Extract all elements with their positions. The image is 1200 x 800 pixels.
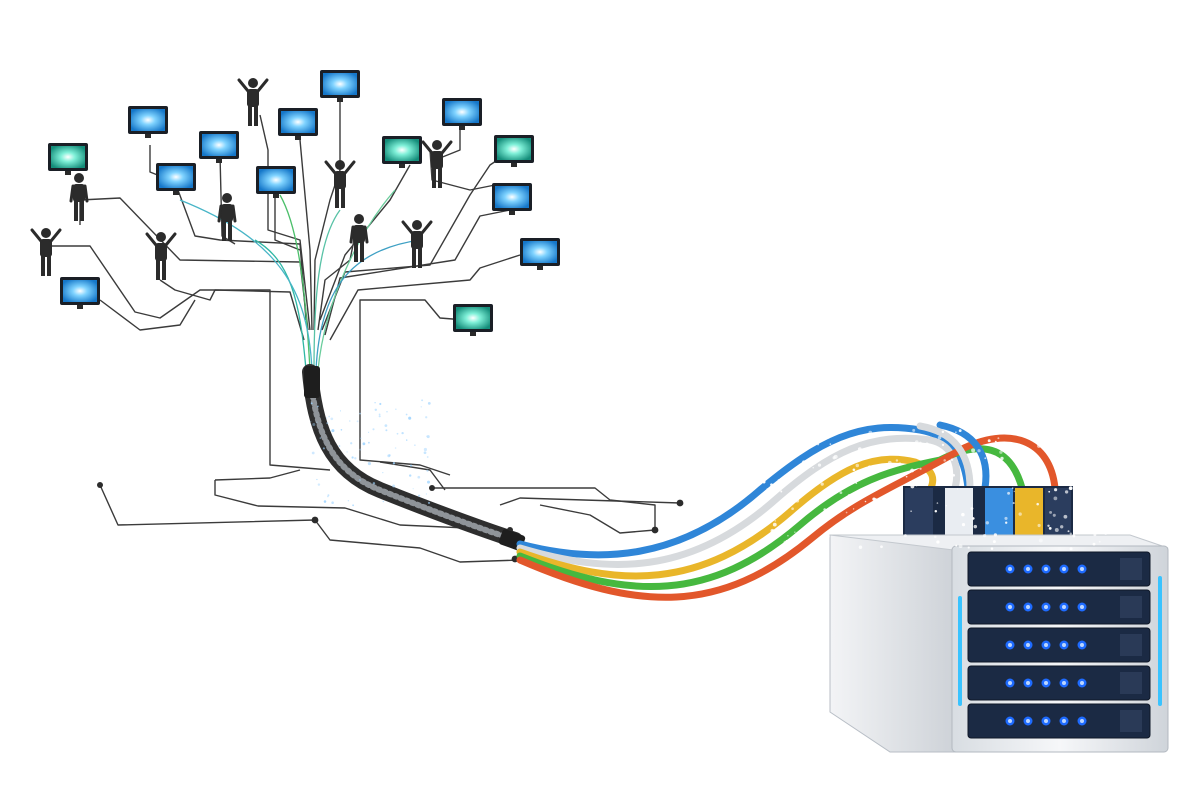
cable-white	[516, 434, 961, 568]
cable-clamp-top	[304, 366, 320, 398]
monitor-icon	[520, 238, 560, 270]
monitor-group	[48, 70, 560, 336]
person-icon	[324, 160, 356, 208]
people-group	[30, 78, 453, 280]
server-unit	[967, 665, 1151, 701]
person-icon	[217, 193, 237, 241]
colored-cables	[516, 421, 1059, 601]
server-units	[967, 551, 1151, 739]
monitor-icon	[278, 108, 318, 140]
server-unit	[967, 589, 1151, 625]
person-icon	[349, 214, 369, 262]
data-sparkles	[310, 399, 1108, 551]
cable-blue-2	[936, 421, 990, 492]
person-icon	[237, 78, 269, 126]
cable-white-2	[916, 422, 974, 492]
bundle-cable	[302, 364, 526, 551]
monitor-icon	[382, 136, 422, 168]
server-unit	[967, 703, 1151, 739]
monitor-icon	[60, 277, 100, 309]
server-unit	[967, 627, 1151, 663]
monitor-icon	[128, 106, 168, 138]
monitor-icon	[494, 135, 534, 167]
server-icon	[829, 486, 1169, 753]
fiber-strands	[179, 189, 421, 371]
monitor-icon	[442, 98, 482, 130]
monitor-icon	[453, 304, 493, 336]
person-icon	[69, 173, 89, 221]
monitor-icon	[492, 183, 532, 215]
monitor-icon	[156, 163, 196, 195]
server-unit	[967, 551, 1151, 587]
network-wires	[48, 95, 681, 563]
cable-blue	[516, 424, 972, 559]
person-icon	[421, 140, 453, 188]
person-icon	[145, 232, 177, 280]
person-icon	[30, 228, 62, 276]
person-icon	[401, 220, 433, 268]
monitor-icon	[48, 143, 88, 175]
monitor-icon	[320, 70, 360, 102]
cable-orange	[516, 434, 1059, 601]
monitor-icon	[199, 131, 239, 163]
monitor-icon	[256, 166, 296, 198]
